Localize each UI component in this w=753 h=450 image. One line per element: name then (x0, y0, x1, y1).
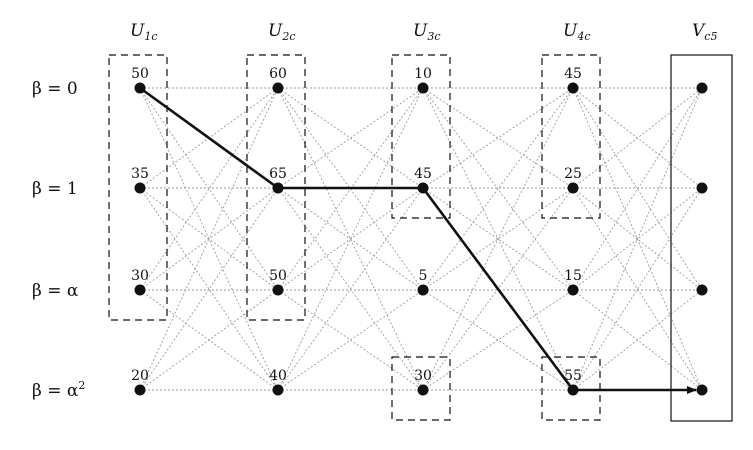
node-value: 20 (131, 368, 149, 384)
row-label: β = α2 (32, 379, 85, 401)
node-value: 5 (419, 268, 428, 284)
node-value: 30 (131, 268, 149, 284)
transition-edge (572, 187, 703, 291)
transition-edge (139, 87, 279, 291)
trellis-node (417, 384, 429, 396)
node-value: 25 (564, 166, 582, 182)
output-group-box (670, 54, 733, 422)
transition-edge (572, 87, 703, 391)
node-value: 55 (564, 368, 582, 384)
column-label: U4c (563, 21, 591, 43)
dashed-group-box (391, 54, 451, 219)
trellis-node (134, 82, 146, 94)
node-value: 50 (269, 268, 287, 284)
node-value: 40 (269, 368, 287, 384)
node-value: 45 (414, 166, 432, 182)
transition-edge (139, 87, 279, 391)
node-value: 15 (564, 268, 582, 284)
node-value: 65 (269, 166, 287, 182)
column-label: U2c (268, 21, 296, 43)
row-label: β = 0 (32, 79, 78, 99)
trellis-node (272, 384, 284, 396)
node-value: 30 (414, 368, 432, 384)
transition-edge (277, 187, 424, 291)
trellis-node (696, 384, 708, 396)
dashed-group-box (541, 356, 601, 421)
trellis-node (567, 284, 579, 296)
row-label: β = 1 (32, 179, 78, 199)
trellis-node (417, 82, 429, 94)
transition-edge (277, 187, 424, 391)
trellis-node (134, 284, 146, 296)
transition-edge (572, 87, 703, 189)
dashed-group-box (541, 54, 601, 219)
trellis-node (134, 384, 146, 396)
labels: 50 35 30 20 60 65 50 40 10 45 5 30 45 25 15 55 U1c U2c U3c… (32, 21, 717, 401)
transition-edge (422, 87, 574, 391)
trellis-nodes (134, 82, 708, 396)
dashed-group-box (391, 356, 451, 421)
trellis-node (567, 182, 579, 194)
node-value: 45 (564, 66, 582, 82)
trellis-node (696, 284, 708, 296)
group-boxes (108, 54, 733, 422)
transition-edge (422, 87, 574, 291)
selected-path-line (139, 86, 697, 394)
trellis-node (567, 82, 579, 94)
row-label: β = α (32, 281, 79, 301)
transition-edge (572, 289, 703, 391)
transition-edge (139, 187, 279, 291)
node-value: 50 (131, 66, 149, 82)
transition-edge (277, 289, 424, 391)
transition-edge (139, 87, 279, 291)
transition-edge (572, 87, 703, 291)
trellis-node (134, 182, 146, 194)
selected-path (139, 86, 697, 394)
trellis-node (272, 82, 284, 94)
trellis-node (417, 284, 429, 296)
trellis-node (696, 82, 708, 94)
trellis-node (696, 182, 708, 194)
transition-edge (139, 289, 279, 391)
transition-edge (139, 187, 279, 391)
transition-edge (139, 187, 279, 391)
trellis-node (272, 182, 284, 194)
node-value: 10 (414, 66, 432, 82)
column-label: U3c (413, 21, 441, 43)
transition-edge (139, 87, 279, 391)
trellis-node (567, 384, 579, 396)
transition-edge (277, 87, 424, 189)
trellis-node (272, 284, 284, 296)
node-value: 35 (131, 166, 149, 182)
column-label: Vc5 (692, 21, 717, 43)
transition-edge (572, 187, 703, 291)
trellis-node (417, 182, 429, 194)
node-value: 60 (269, 66, 287, 82)
column-label: U1c (130, 21, 158, 43)
dashed-group-box (246, 54, 306, 321)
transition-edge (572, 87, 703, 291)
dashed-group-box (108, 54, 168, 321)
transition-edges (139, 87, 703, 391)
